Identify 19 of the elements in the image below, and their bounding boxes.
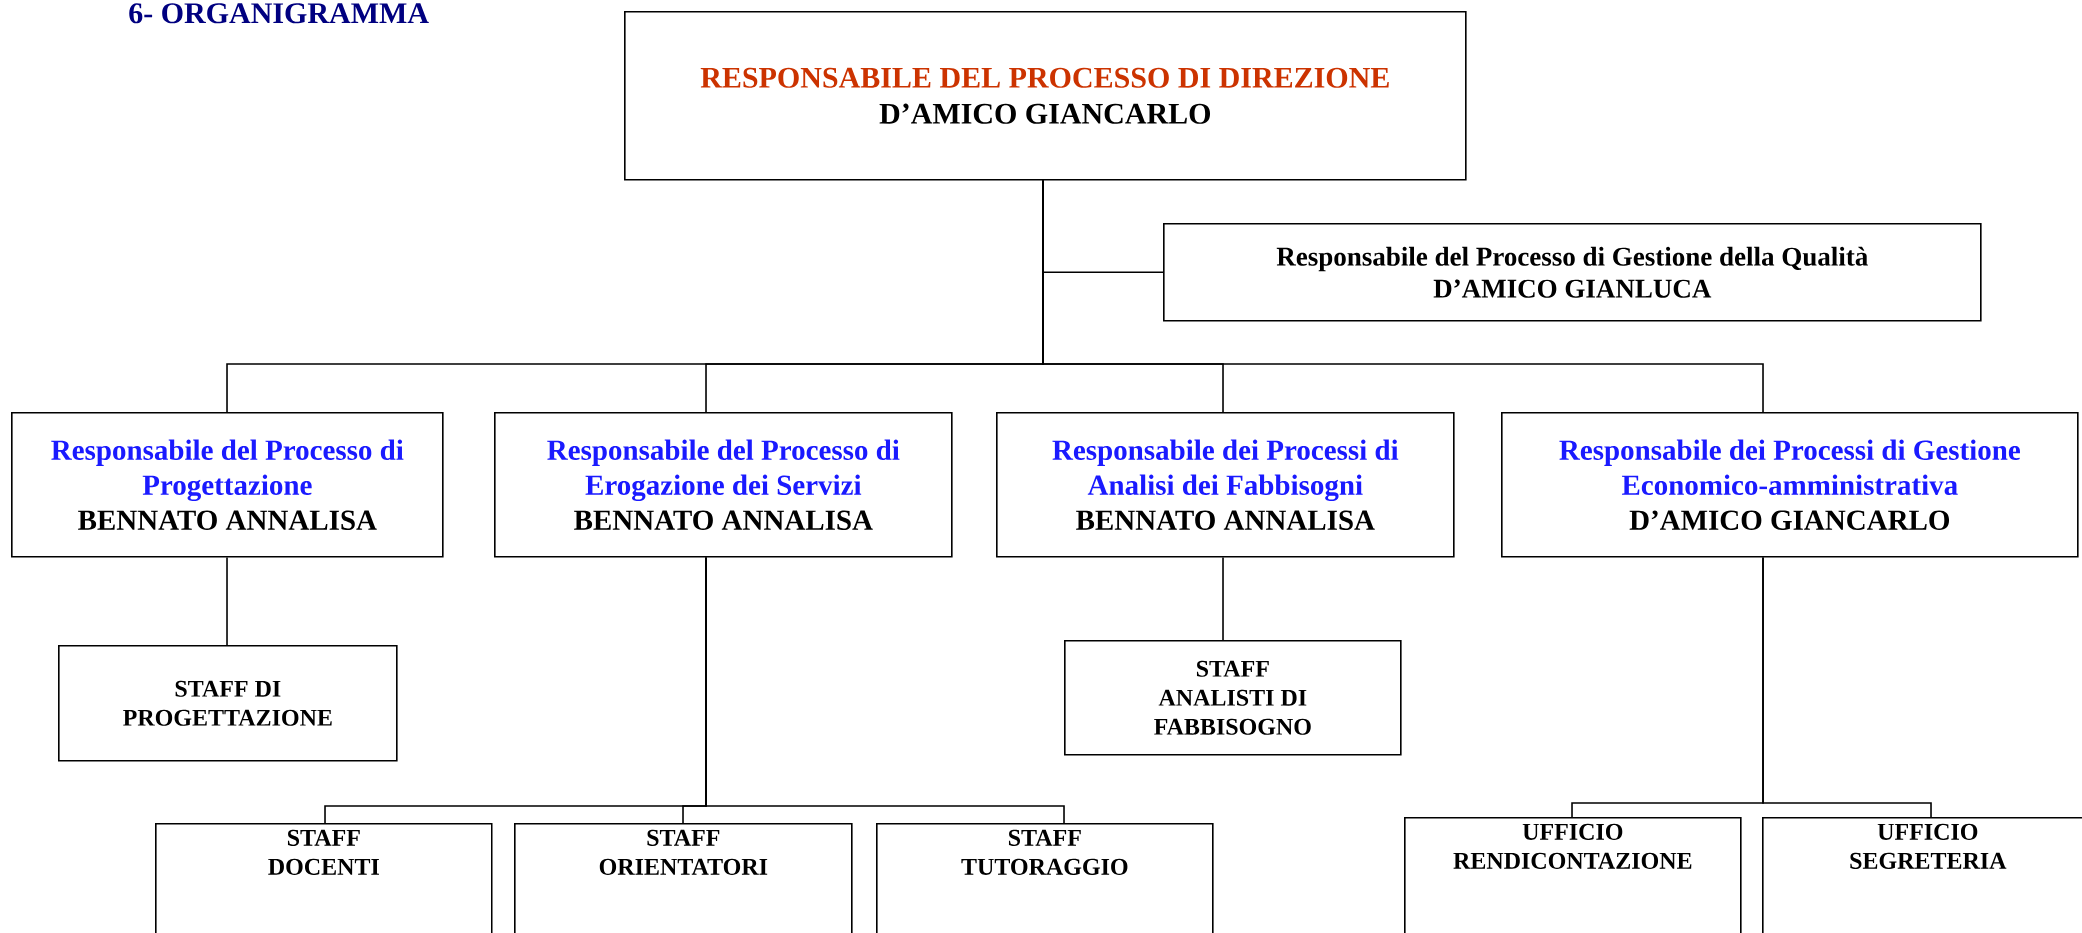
connector-line: [1042, 179, 1764, 413]
office-box: UFFICIO RENDICONTAZIONE: [1404, 817, 1742, 933]
connector-line: [705, 556, 1065, 824]
connector-line: [1762, 556, 1932, 818]
office-box: UFFICIO SEGRETERIA: [1762, 817, 2082, 933]
process-box: Responsabile del Processo di Progettazione BENNATO ANNALISA: [11, 411, 444, 558]
process-box: Responsabile dei Processi di Gestione Economico-amministrativa D’AMICO GIANCARLO: [1501, 411, 2079, 558]
staff-box: STAFF TUTORAGGIO: [876, 823, 1214, 933]
connector-line: [1222, 556, 1224, 641]
staff-box: STAFF ORIENTATORI: [514, 823, 853, 933]
process-box: Responsabile dei Processi di Analisi dei Fabbisogni BENNATO ANNALISA: [996, 411, 1455, 558]
staff-box: STAFF DI PROGETTAZIONE: [58, 645, 398, 762]
director-box: RESPONSABILE DEL PROCESSO DI DIREZIONE D’AMICO GIANCARLO: [624, 10, 1467, 181]
connector-line: [226, 556, 228, 646]
staff-box: STAFF ANALISTI DI FABBISOGNO: [1064, 640, 1402, 756]
process-box: Responsabile del Processo di Gestione della Qualità D’AMICO GIANLUCA: [1163, 223, 1982, 322]
title: 6- ORGANIGRAMMA: [129, 3, 429, 24]
staff-box: STAFF DOCENTI: [155, 823, 493, 933]
process-box: Responsabile del Processo di Erogazione dei Servizi BENNATO ANNALISA: [494, 411, 953, 558]
